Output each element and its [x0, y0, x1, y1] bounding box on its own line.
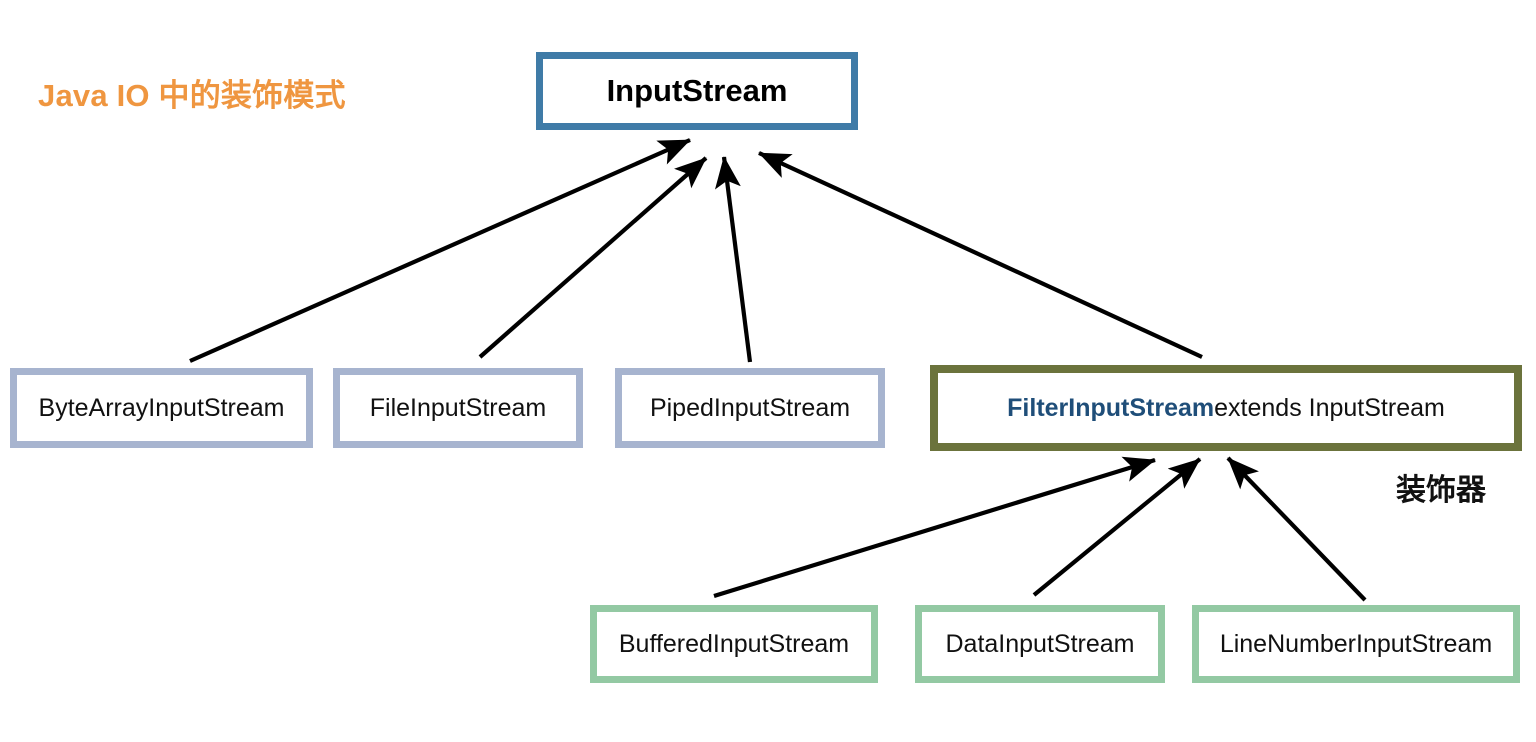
node-fileinputstream[interactable]: FileInputStream	[333, 368, 583, 448]
arrow-buffered-to-filter	[713, 456, 1156, 599]
node-filterinputstream-extends: extends InputStream	[1214, 393, 1445, 422]
node-inputstream[interactable]: InputStream	[536, 52, 858, 130]
arrow-filter-to-inputstream	[758, 151, 1203, 359]
node-filterinputstream[interactable]: FilterInputStream extends InputStream	[930, 365, 1522, 451]
arrow-bytearray-to-inputstream	[189, 138, 691, 363]
node-pipedinputstream[interactable]: PipedInputStream	[615, 368, 885, 448]
node-pipedinputstream-label: PipedInputStream	[649, 393, 851, 422]
node-inputstream-label: InputStream	[606, 73, 788, 108]
node-filterinputstream-label: FilterInputStream	[1007, 393, 1215, 422]
node-linenumberinputstream[interactable]: LineNumberInputStream	[1192, 605, 1520, 683]
node-bufferedinputstream-label: BufferedInputStream	[618, 629, 850, 658]
node-bytearrayinputstream-label: ByteArrayInputStream	[38, 393, 285, 422]
page-title: Java IO 中的装饰模式	[38, 78, 346, 113]
node-bytearrayinputstream[interactable]: ByteArrayInputStream	[10, 368, 313, 448]
arrow-data-to-filter	[1032, 457, 1202, 597]
arrow-file-to-inputstream	[478, 156, 708, 359]
decorator-annotation: 装饰器	[1396, 474, 1486, 507]
node-bufferedinputstream[interactable]: BufferedInputStream	[590, 605, 878, 683]
node-linenumberinputstream-label: LineNumberInputStream	[1219, 629, 1493, 658]
node-datainputstream-label: DataInputStream	[945, 629, 1135, 658]
arrow-linenumber-to-filter	[1226, 456, 1367, 602]
node-datainputstream[interactable]: DataInputStream	[915, 605, 1165, 683]
node-fileinputstream-label: FileInputStream	[369, 393, 547, 422]
arrow-piped-to-inputstream	[714, 156, 753, 363]
